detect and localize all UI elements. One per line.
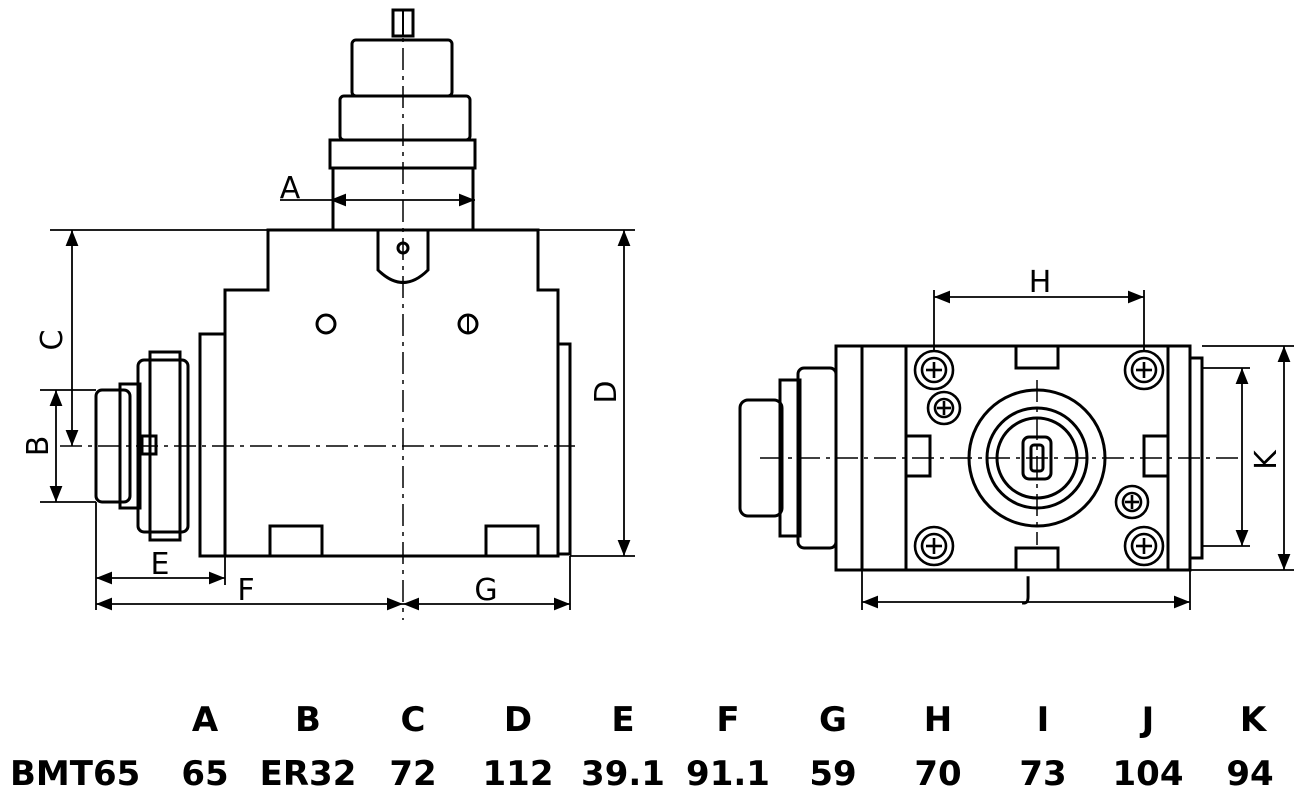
table-value-i: 73 [1019, 754, 1067, 794]
dim-label-k: K [1249, 449, 1284, 470]
table-header-a: A [191, 700, 219, 740]
dim-label-e: E [151, 547, 170, 582]
table-header-h: H [923, 700, 953, 740]
dim-label-f: F [237, 573, 254, 608]
table-value-a: 65 [181, 754, 229, 794]
technical-drawing: A C B D E F G H J K [21, 8, 1294, 620]
table-header-b: B [295, 700, 321, 740]
table-value-g: 59 [809, 754, 857, 794]
side-view-centerlines [60, 10, 575, 620]
table-header-f: F [716, 700, 740, 740]
table-header-e: E [611, 700, 635, 740]
side-view-dimensions [40, 193, 635, 611]
table-value-j: 104 [1112, 754, 1184, 794]
front-view-screws [913, 349, 1165, 567]
dim-label-c: C [35, 330, 70, 351]
front-view-centerlines [760, 380, 1240, 545]
front-view-dimensions [861, 290, 1294, 610]
side-view [94, 8, 572, 558]
dim-label-b: B [21, 436, 56, 457]
dim-label-h: H [1029, 265, 1052, 300]
table-header-i: I [1036, 700, 1050, 740]
table-header-g: G [819, 700, 847, 740]
table-value-d: 112 [482, 754, 554, 794]
table-value-h: 70 [914, 754, 962, 794]
dim-label-a: A [280, 171, 301, 206]
dim-label-j: J [1022, 571, 1033, 606]
dim-label-g: G [474, 573, 497, 608]
table-value-b: ER32 [259, 754, 357, 794]
table-value-f: 91.1 [686, 754, 770, 794]
table-header-j: J [1141, 700, 1155, 740]
dimension-table: A B C D E F G H I J K BMT65 65 ER32 72 1… [0, 690, 1300, 800]
table-header-d: D [503, 700, 533, 740]
table-value-c: 72 [389, 754, 437, 794]
dim-label-d: D [589, 380, 624, 403]
model-name: BMT65 [10, 754, 141, 794]
table-header-c: C [400, 700, 426, 740]
table-header-k: K [1239, 700, 1267, 740]
table-value-k: 94 [1226, 754, 1274, 794]
table-value-e: 39.1 [581, 754, 665, 794]
